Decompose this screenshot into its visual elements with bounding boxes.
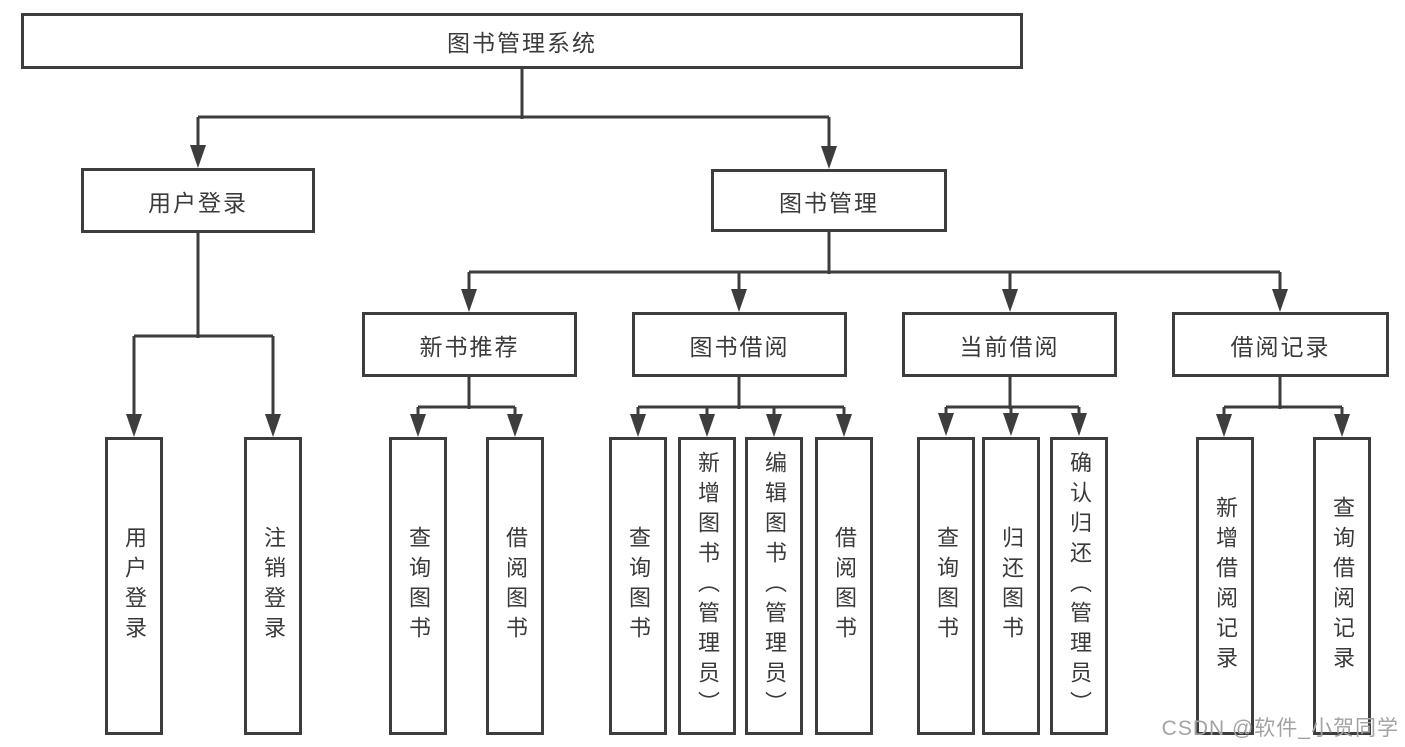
leaf-recommend-query-book: 查询图书 xyxy=(389,437,447,735)
node-user-login: 用户登录 xyxy=(81,168,315,233)
node-borrow-records-label: 借阅记录 xyxy=(1230,333,1331,360)
node-book-management: 图书管理 xyxy=(711,169,947,232)
leaf-logout-label: 注销登录 xyxy=(261,526,286,646)
leaf-recommend-borrow-book: 借阅图书 xyxy=(486,437,544,735)
leaf-recommend-query-book-label: 查询图书 xyxy=(406,526,431,646)
leaf-borrow-query-book-label: 查询图书 xyxy=(626,526,651,646)
leaf-borrow-add-book-admin: 新增图书（管理员） xyxy=(678,437,736,735)
leaf-recommend-borrow-book-label: 借阅图书 xyxy=(503,526,528,646)
node-new-book-recommend-label: 新书推荐 xyxy=(419,333,520,360)
leaf-user-login: 用户登录 xyxy=(105,437,163,735)
leaf-user-login-label: 用户登录 xyxy=(122,526,147,646)
node-book-borrow: 图书借阅 xyxy=(632,312,847,377)
node-new-book-recommend: 新书推荐 xyxy=(362,312,577,377)
leaf-current-confirm-return-admin: 确认归还（管理员） xyxy=(1050,437,1108,735)
node-borrow-records: 借阅记录 xyxy=(1172,312,1389,377)
leaf-borrow-add-book-admin-label: 新增图书（管理员） xyxy=(695,451,720,721)
node-book-management-label: 图书管理 xyxy=(779,189,879,216)
leaf-records-query-record-label: 查询借阅记录 xyxy=(1330,496,1355,676)
leaf-current-return-book-label: 归还图书 xyxy=(999,526,1024,646)
node-user-login-label: 用户登录 xyxy=(148,189,248,216)
leaf-records-query-record: 查询借阅记录 xyxy=(1313,437,1371,735)
node-root-label: 图书管理系统 xyxy=(447,30,597,56)
leaf-records-add-record: 新增借阅记录 xyxy=(1196,437,1254,735)
leaf-borrow-query-book: 查询图书 xyxy=(609,437,667,735)
node-current-borrow-label: 当前借阅 xyxy=(959,333,1060,360)
leaf-current-query-book: 查询图书 xyxy=(917,437,975,735)
leaf-current-return-book: 归还图书 xyxy=(982,437,1040,735)
csdn-watermark: CSDN @软件_小贺同学 xyxy=(1161,717,1399,740)
leaf-borrow-edit-book-admin: 编辑图书（管理员） xyxy=(745,437,803,735)
node-root: 图书管理系统 xyxy=(21,13,1023,69)
leaf-current-query-book-label: 查询图书 xyxy=(934,526,959,646)
node-current-borrow: 当前借阅 xyxy=(902,312,1117,377)
leaf-current-confirm-return-admin-label: 确认归还（管理员） xyxy=(1067,451,1092,721)
node-book-borrow-label: 图书借阅 xyxy=(689,333,790,360)
leaf-borrow-edit-book-admin-label: 编辑图书（管理员） xyxy=(762,451,787,721)
leaf-logout: 注销登录 xyxy=(244,437,302,735)
leaf-borrow-borrow-book: 借阅图书 xyxy=(815,437,873,735)
leaf-borrow-borrow-book-label: 借阅图书 xyxy=(832,526,857,646)
leaf-records-add-record-label: 新增借阅记录 xyxy=(1213,496,1238,676)
